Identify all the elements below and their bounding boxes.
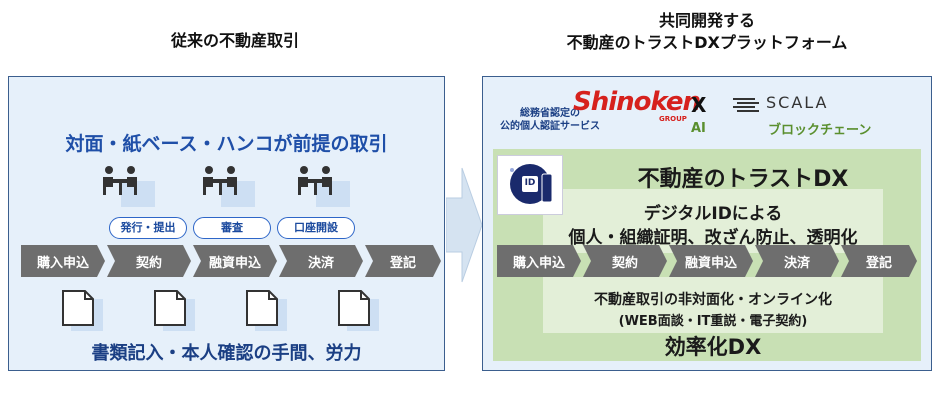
public-auth-label: 総務省認定の 公的個人認証サービス bbox=[500, 108, 600, 132]
digital-id-box bbox=[543, 189, 883, 253]
online-line1: 不動産取引の非対面化・オンライン化 bbox=[594, 292, 832, 308]
document-icon bbox=[333, 287, 383, 333]
document-icon bbox=[149, 287, 199, 333]
flow-step: 融資申込 bbox=[193, 245, 277, 277]
id-badge: ID bbox=[524, 178, 536, 188]
document-icon bbox=[57, 287, 107, 333]
left-title: 従来の不動産取引 bbox=[170, 31, 299, 50]
flow-step: 融資申込 bbox=[669, 245, 753, 277]
traditional-flow: 購入申込 契約 融資申込 決済 登記 bbox=[21, 245, 441, 277]
ai-label: AI bbox=[691, 121, 706, 136]
pill-review: 審査 bbox=[193, 217, 271, 239]
shinoken-group-label: GROUP bbox=[659, 115, 687, 123]
efficiency-dx-heading: 効率化DX bbox=[664, 335, 762, 359]
pill-account-opening: 口座開設 bbox=[277, 217, 355, 239]
flow-step: 契約 bbox=[583, 245, 667, 277]
flow-step: 決済 bbox=[279, 245, 363, 277]
right-title-line1: 共同開発する bbox=[658, 11, 755, 30]
digital-id-line2: 個人・組織証明、改ざん防止、透明化 bbox=[568, 228, 858, 248]
digital-id-line1: デジタルIDによる bbox=[643, 204, 783, 224]
flow-step: 購入申込 bbox=[497, 245, 581, 277]
flow-step: 購入申込 bbox=[21, 245, 105, 277]
scala-logo: SCALA bbox=[766, 93, 829, 112]
flow-step: 契約 bbox=[107, 245, 191, 277]
meeting-icon bbox=[294, 163, 350, 207]
flow-step: 登記 bbox=[365, 245, 441, 277]
transition-arrow-icon bbox=[446, 167, 482, 283]
flow-step: 決済 bbox=[755, 245, 839, 277]
online-box bbox=[543, 277, 883, 333]
traditional-panel: 対面・紙ベース・ハンコが前提の取引 発行・提 bbox=[8, 76, 445, 371]
trust-dx-panel: 総務省認定の 公的個人認証サービス Shinoken GROUP X AI SC… bbox=[482, 76, 932, 371]
blockchain-label: ブロックチェーン bbox=[768, 123, 872, 138]
x-label: X bbox=[691, 93, 707, 117]
meeting-icon bbox=[199, 163, 255, 207]
pill-issue-submit: 発行・提出 bbox=[109, 217, 187, 239]
traditional-footer: 書類記入・本人確認の手間、労力 bbox=[91, 343, 362, 364]
document-icon bbox=[241, 287, 291, 333]
shinoken-logo: Shinoken bbox=[573, 87, 701, 117]
traditional-heading: 対面・紙ベース・ハンコが前提の取引 bbox=[65, 133, 388, 155]
trust-dx-heading: 不動産のトラストDX bbox=[637, 167, 849, 192]
scala-logo-icon bbox=[733, 98, 759, 112]
flow-step: 登記 bbox=[841, 245, 917, 277]
online-line2: (WEB面談・IT重説・電子契約) bbox=[618, 314, 808, 329]
digital-id-card-icon: ID bbox=[497, 155, 563, 215]
trust-dx-flow: 購入申込 契約 融資申込 決済 登記 bbox=[497, 245, 917, 277]
meeting-icon bbox=[99, 163, 155, 207]
right-title-line2: 不動産のトラストDXプラットフォーム bbox=[566, 33, 848, 52]
right-title: 共同開発する 不動産のトラストDXプラットフォーム bbox=[482, 10, 932, 54]
